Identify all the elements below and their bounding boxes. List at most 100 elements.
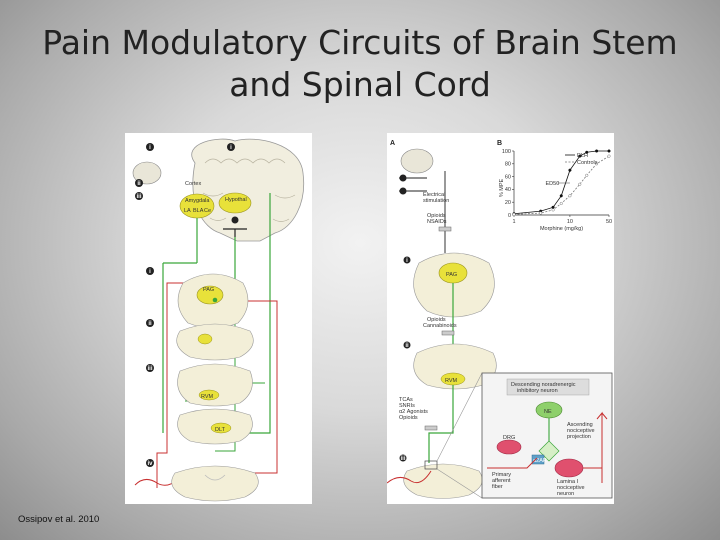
snris-label: SNRIs — [399, 403, 415, 409]
slide-title: Pain Modulatory Circuits of Brain Stem a… — [0, 22, 720, 106]
marker-iii-medulla — [146, 364, 154, 372]
pag-label: PAG — [203, 287, 214, 293]
primary-afferent-label-2: afferent — [492, 478, 511, 484]
point-1-6 — [585, 173, 589, 177]
marker-i-top — [146, 143, 154, 151]
title-line-1: Pain Modulatory Circuits of Brain Stem — [42, 23, 678, 62]
ascending-label-3: projection — [567, 434, 591, 440]
opioids-label-3: Opioids — [399, 415, 418, 421]
rvm-spinal-pathway — [428, 385, 454, 463]
point-0-2 — [551, 205, 555, 209]
left-figure-panel: i ii iii i Cortex Amygdala LA BLA Ce Hyp… — [125, 133, 312, 504]
medulla-section — [177, 363, 253, 407]
ascending-label-1: Ascending — [567, 422, 593, 428]
legend-label-0: DLH — [577, 153, 588, 159]
syringe-1 — [438, 226, 452, 232]
y-axis-label: % MPE — [499, 179, 505, 198]
point-1-7 — [595, 162, 599, 166]
opioids-label-2: Opioids — [427, 317, 446, 323]
title-line-2: and Spinal Cord — [229, 65, 491, 104]
marker-i-midbrain-label: i — [149, 269, 151, 275]
alpha2ar-label: α2AR — [533, 458, 547, 464]
hypothal-label: Hypothal — [225, 197, 247, 203]
hypothalamus-region — [218, 192, 252, 214]
marker-brain-mid — [231, 216, 239, 224]
legend-label-1: Controls — [577, 160, 598, 166]
y-tick-label-5: 100 — [502, 149, 511, 155]
primary-afferent-label-3: fiber — [492, 484, 503, 490]
point-0-8 — [607, 149, 611, 153]
x-tick-label-1: 10 — [567, 219, 573, 225]
point-0-7 — [595, 149, 599, 153]
marker-iii-medulla-label: iii — [147, 366, 152, 372]
rvm-label-right: RVM — [445, 378, 458, 384]
marker-i-brain — [227, 143, 235, 151]
marker-right-ii — [403, 341, 411, 349]
tcas-label: TCAs — [399, 397, 413, 403]
spinal-cord-section-right — [403, 463, 483, 499]
ce-label: Ce — [204, 208, 211, 214]
y-tick-label-3: 60 — [505, 174, 511, 180]
marker-ii-head-label: ii — [137, 181, 141, 187]
marker-right-i-label: i — [406, 258, 408, 264]
right-figure-panel: A B Electrical stimulation Opioids NSAID… — [387, 133, 614, 504]
pag-label-right: PAG — [446, 272, 457, 278]
point-0-5 — [578, 154, 582, 158]
ne-neuron-label-1: Descending noradrenergic — [511, 382, 576, 388]
head-icon-right — [400, 148, 434, 174]
point-1-1 — [539, 211, 543, 215]
opioids-label-1: Opioids — [427, 213, 446, 219]
marker-right-iii-label: iii — [400, 456, 405, 462]
marker-i-midbrain — [146, 267, 154, 275]
point-1-8 — [607, 154, 611, 158]
primary-afferent-label-1: Primary — [492, 472, 511, 478]
y-tick-label-2: 40 — [505, 187, 511, 193]
stimulation-label: stimulation — [423, 198, 449, 204]
y-tick-label-1: 20 — [505, 200, 511, 206]
drg-cell — [496, 439, 522, 455]
cannabinoids-label: Cannabinoids — [423, 323, 457, 329]
marker-ii-pons-label: ii — [148, 321, 152, 327]
amygdala-label: Amygdala — [185, 198, 210, 204]
descending-green-pathway — [162, 193, 271, 434]
cortex-label: Cortex — [185, 181, 201, 187]
point-0-3 — [559, 194, 563, 198]
ne-label: NE — [544, 409, 552, 415]
x-axis-label: Morphine (mg/kg) — [540, 226, 583, 232]
marker-iii-head-label: iii — [136, 194, 141, 200]
bla-label: BLA — [193, 208, 204, 214]
pag-section-right — [413, 252, 495, 318]
rvm-region-left — [198, 389, 220, 401]
spinal-cord-section — [171, 465, 259, 502]
marker-right-i — [403, 256, 411, 264]
marker-ii-head — [135, 179, 143, 187]
dlt-label: DLT — [215, 427, 226, 433]
rvm-label-left: RVM — [201, 394, 214, 400]
point-1-4 — [568, 194, 572, 198]
y-tick-label-4: 80 — [505, 162, 511, 168]
head-icon — [132, 161, 162, 185]
marker-i-top-label: i — [149, 145, 151, 151]
marker-ii-pons — [146, 319, 154, 327]
ed50-annotation: ED50 — [546, 181, 560, 187]
lamina-label-3: neuron — [557, 491, 574, 497]
marker-i-brain-label: i — [230, 145, 232, 151]
point-1-0 — [512, 212, 516, 216]
point-1-3 — [559, 201, 563, 206]
citation: Ossipov et al. 2010 — [18, 514, 100, 525]
marker-right-ii-label: ii — [405, 343, 409, 349]
nsaids-label: NSAIDs — [427, 219, 447, 225]
lamina-label-2: nociceptive — [557, 485, 585, 491]
x-tick-label-0: 1 — [512, 219, 515, 225]
drg-label: DRG — [503, 435, 515, 441]
dlt-region — [210, 422, 232, 434]
lamina-label-1: Lamina I — [557, 479, 579, 485]
syringe-2 — [441, 330, 455, 336]
marker-right-iii — [399, 454, 407, 462]
syringe-3 — [424, 425, 438, 431]
electrical-label: Electrical — [423, 192, 445, 198]
marker-iv-spinal-label: iv — [147, 461, 153, 467]
y-tick-label-0: 0 — [508, 213, 511, 219]
alpha2ar-receptor — [531, 454, 545, 465]
